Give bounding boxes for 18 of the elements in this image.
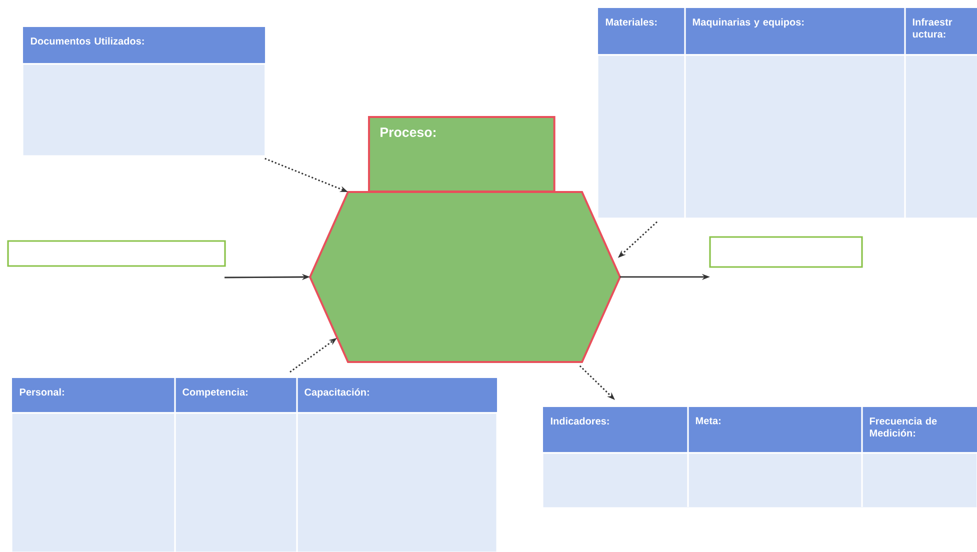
info-table xyxy=(543,407,977,508)
process-label: Proceso: xyxy=(380,128,436,137)
column-header: Personal: xyxy=(20,388,64,396)
column-header: Documentos Utilizados: xyxy=(30,37,144,45)
column-header: Maquinarias y equipos: xyxy=(692,18,804,28)
info-table xyxy=(12,378,497,552)
column-header: Competencia: xyxy=(182,388,248,398)
column-header: Capacitación: xyxy=(304,388,369,398)
input-box xyxy=(709,236,863,268)
column-header: Indicadores: xyxy=(550,417,609,425)
column-header: Infraestr uctura: xyxy=(912,18,952,38)
column-header: Meta: xyxy=(696,417,720,424)
column-header: Frecuencia de Medición: xyxy=(870,417,937,437)
input-box xyxy=(7,240,226,267)
column-header: Materiales: xyxy=(606,18,657,26)
info-table xyxy=(23,27,265,156)
info-table xyxy=(598,8,977,218)
process-box xyxy=(368,116,556,192)
